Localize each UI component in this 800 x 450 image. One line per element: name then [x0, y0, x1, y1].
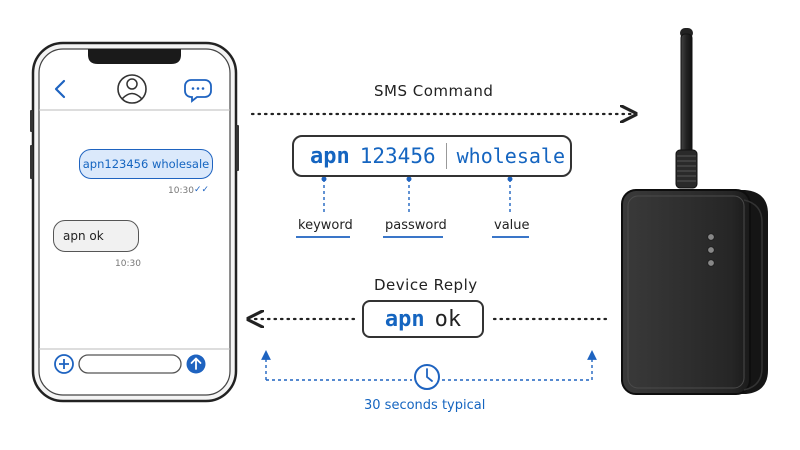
- arrow-up-icon[interactable]: [186, 354, 206, 374]
- command-keyword: apn: [310, 143, 350, 169]
- incoming-message-bubble: apn ok: [53, 220, 139, 252]
- incoming-timestamp: 10:30: [115, 259, 141, 269]
- reply-status: ok: [434, 306, 462, 332]
- read-receipt-icon: ✓✓: [194, 185, 210, 195]
- outgoing-message-bubble: apn123456 wholesale: [79, 149, 213, 179]
- tracker-device: [621, 28, 768, 395]
- timing-bracket: [261, 350, 597, 381]
- chevron-left-icon[interactable]: [54, 79, 66, 99]
- plus-icon[interactable]: [54, 354, 74, 374]
- sms-command-box: apn 123456 wholesale: [292, 135, 572, 177]
- sms-command-title: SMS Command: [374, 82, 494, 100]
- reply-keyword: apn: [384, 306, 425, 332]
- connector-dots: [321, 176, 513, 182]
- clock-icon: [414, 364, 440, 390]
- status-led-icon: [707, 233, 715, 267]
- device-reply-title: Device Reply: [374, 276, 478, 294]
- user-avatar-icon: [117, 74, 147, 104]
- command-divider: [445, 143, 447, 169]
- timing-note: 30 seconds typical: [364, 398, 486, 413]
- outgoing-timestamp: 10:30: [168, 186, 194, 196]
- message-input[interactable]: [78, 354, 182, 374]
- chat-bubble-icon[interactable]: [184, 79, 212, 103]
- label-password: password: [385, 218, 447, 233]
- label-keyword: keyword: [298, 218, 353, 233]
- command-value: wholesale: [456, 144, 565, 168]
- command-connectors: [323, 179, 511, 212]
- label-value: value: [494, 218, 530, 233]
- antenna-icon: [675, 28, 698, 189]
- command-password: 123456: [359, 144, 436, 168]
- device-reply-box: apn ok: [362, 300, 484, 338]
